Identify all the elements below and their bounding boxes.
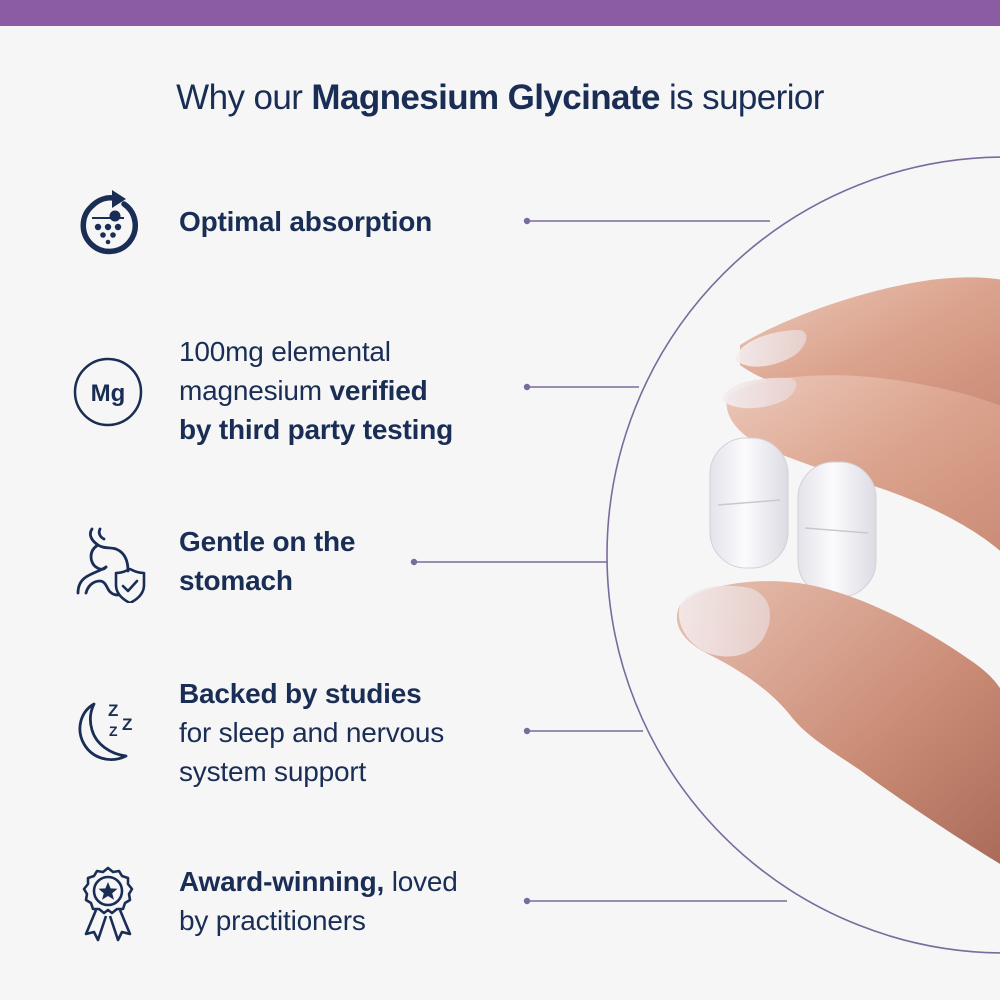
feature-line-bold: stomach bbox=[179, 565, 293, 596]
feature-verified-dose: Mg 100mg elemental magnesium verified by… bbox=[0, 330, 620, 450]
feature-text: Backed by studies for sleep and nervous … bbox=[179, 674, 444, 791]
mg-element-icon: Mg bbox=[70, 354, 146, 430]
svg-text:Z: Z bbox=[108, 701, 118, 720]
headline-prefix: Why our bbox=[176, 78, 312, 117]
feature-title: Optimal absorption bbox=[179, 206, 433, 237]
feature-text: 100mg elemental magnesium verified by th… bbox=[179, 332, 453, 449]
svg-text:Mg: Mg bbox=[91, 380, 126, 407]
svg-text:Z: Z bbox=[109, 723, 118, 739]
feature-line-bold: Award-winning, bbox=[179, 866, 385, 897]
headline-product-name: Magnesium Glycinate bbox=[311, 78, 660, 117]
feature-award-winning: Award-winning, loved by practitioners bbox=[0, 860, 620, 950]
feature-text: Gentle on the stomach bbox=[179, 522, 355, 600]
feature-circle bbox=[606, 156, 1000, 954]
feature-line-bold: Backed by studies bbox=[179, 678, 422, 709]
award-ribbon-icon bbox=[70, 862, 146, 948]
feature-line: 100mg elemental bbox=[179, 336, 391, 367]
feature-line: by practitioners bbox=[179, 905, 366, 936]
headline-suffix: is superior bbox=[659, 78, 824, 117]
hand-with-pills bbox=[676, 277, 1000, 870]
feature-text: Optimal absorption bbox=[179, 202, 432, 241]
feature-line: system support bbox=[179, 756, 367, 787]
svg-text:Z: Z bbox=[122, 715, 132, 734]
absorption-cycle-icon bbox=[70, 184, 146, 260]
top-accent-bar bbox=[0, 0, 1000, 26]
feature-line-bold: Gentle on the bbox=[179, 526, 356, 557]
feature-gentle-stomach: Gentle on the stomach bbox=[0, 520, 620, 610]
stomach-shield-icon bbox=[70, 525, 146, 603]
page-headline: Why our Magnesium Glycinate is superior bbox=[0, 78, 1000, 118]
feature-text: Award-winning, loved by practitioners bbox=[179, 862, 458, 940]
feature-backed-by-studies: Z Z Z Backed by studies for sleep and ne… bbox=[0, 672, 620, 792]
feature-line-bold: by third party testing bbox=[179, 414, 454, 445]
feature-line: loved bbox=[384, 866, 458, 897]
moon-sleep-icon: Z Z Z bbox=[70, 692, 146, 768]
feature-line: for sleep and nervous bbox=[179, 717, 445, 748]
feature-line: magnesium bbox=[179, 375, 330, 406]
feature-line-bold: verified bbox=[329, 375, 428, 406]
feature-optimal-absorption: Optimal absorption bbox=[0, 182, 620, 262]
